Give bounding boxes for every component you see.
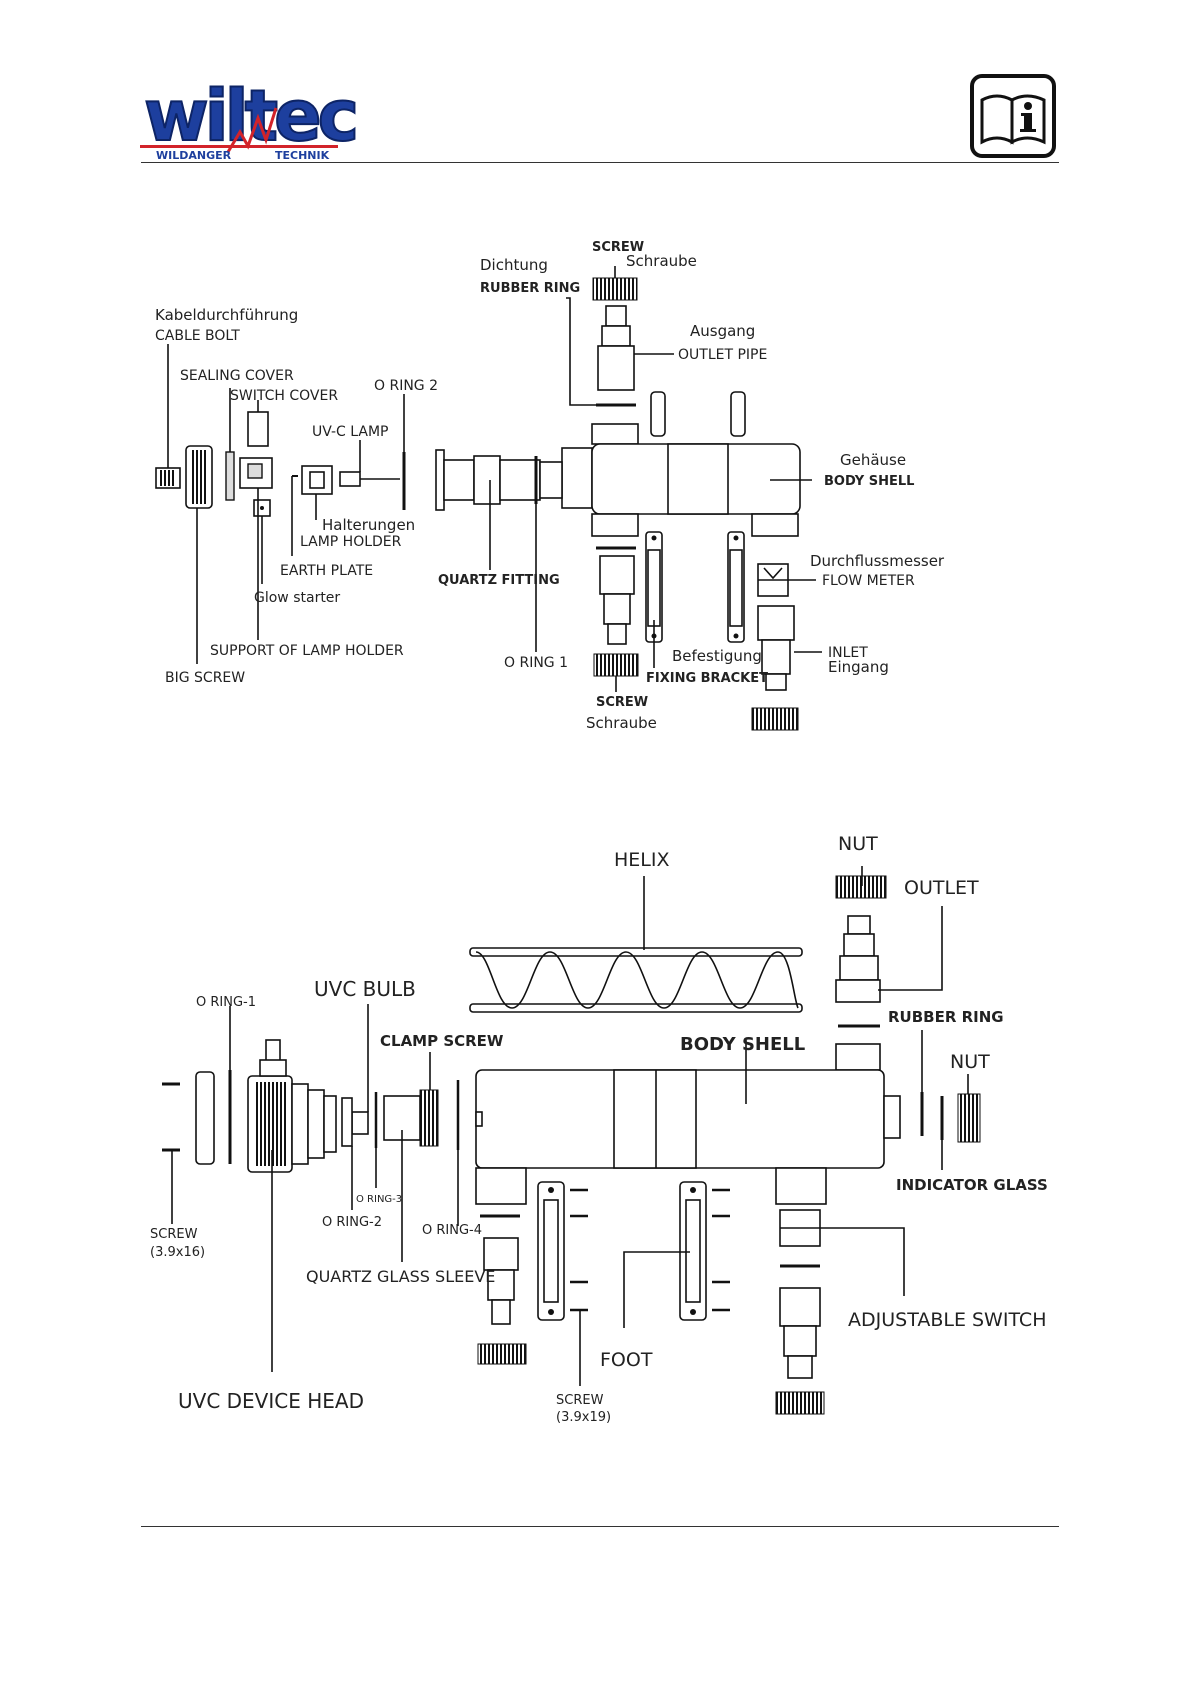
d2-body-shell <box>475 1040 901 1205</box>
d1-body-shell <box>561 423 812 537</box>
d1-lower-pipe <box>596 546 636 645</box>
d2-label-uvc-head: UVC DEVICE HEAD <box>178 1389 364 1413</box>
d1-label-support: SUPPORT OF LAMP HOLDER <box>210 643 404 659</box>
footer-rule <box>141 1526 1059 1527</box>
d2-label-screw-bottom: SCREW <box>556 1393 604 1408</box>
d1-label-switch-cover: SWITCH COVER <box>230 388 338 404</box>
d1-label-glow-starter: Glow starter <box>254 590 340 606</box>
d1-label-earth-plate: EARTH PLATE <box>280 563 373 579</box>
d1-label-screw-bottom: SCREW <box>596 695 648 710</box>
d1-screw-top <box>592 277 638 301</box>
d1-label-gehause: Gehäuse <box>840 451 906 469</box>
d1-label-lamp-holder: LAMP HOLDER <box>300 534 402 550</box>
d1-sealing-cover <box>225 451 235 501</box>
exploded-view-diagram-1: SCREW Schraube Dichtung RUBBER RING Kabe… <box>155 240 945 732</box>
d2-screws-left <box>162 1082 180 1224</box>
d1-inlet-screw <box>751 707 799 731</box>
d1-quartz-fitting <box>435 449 563 570</box>
logo-subtitle-right: TECHNIK <box>275 149 330 162</box>
d2-label-screw-bottom-size: (3.9x19) <box>556 1410 611 1425</box>
d1-label-schraube-bottom: Schraube <box>586 714 657 732</box>
d2-label-adjustable-switch: ADJUSTABLE SWITCH <box>848 1309 1047 1331</box>
d2-label-outlet: OUTLET <box>904 877 979 899</box>
d2-label-rubber-ring: RUBBER RING <box>888 1008 1004 1026</box>
d1-big-screw <box>185 445 213 664</box>
d2-label-o-ring-3: O RING-3 <box>356 1194 402 1205</box>
d1-label-halterungen: Halterungen <box>322 516 415 534</box>
d1-label-rubber-ring: RUBBER RING <box>480 281 580 296</box>
d1-label-befestigung: Befestigung <box>672 647 762 665</box>
d2-quartz-sleeve <box>383 1080 460 1262</box>
d2-outlet <box>835 906 943 1003</box>
d1-inlet <box>757 605 822 691</box>
d2-label-helix: HELIX <box>614 849 670 871</box>
d1-label-kabel: Kabeldurchführung <box>155 306 298 324</box>
d1-label-fixing-bracket: FIXING BRACKET <box>646 671 768 686</box>
d2-foot <box>537 1181 707 1328</box>
d2-foot-screws <box>570 1188 730 1386</box>
wiltec-logo: wiltec WILDANGER TECHNIK <box>140 74 360 162</box>
d2-label-quartz-sleeve: QUARTZ GLASS SLEEVE <box>306 1267 495 1286</box>
d2-helix <box>469 876 803 1013</box>
d2-uvc-bulb <box>341 1004 378 1210</box>
d1-cable-bolt <box>155 344 181 489</box>
d1-label-eingang: Eingang <box>828 658 889 676</box>
d2-label-uvc-bulb: UVC BULB <box>314 977 416 1001</box>
d2-lower-left-pipe <box>477 1214 527 1365</box>
d1-label-uvc-lamp: UV-C LAMP <box>312 424 389 440</box>
d1-label-o-ring-1: O RING 1 <box>504 655 568 671</box>
logo-wordmark: wiltec <box>144 75 355 157</box>
exploded-view-diagram-2: NUT HELIX OUTLET UVC BULB O RING-1 RUBBE… <box>150 833 1048 1425</box>
d1-label-body-shell: BODY SHELL <box>824 474 914 489</box>
d2-label-o-ring-4: O RING-4 <box>422 1223 482 1238</box>
d1-outlet-pipe <box>597 305 674 391</box>
d2-label-body-shell: BODY SHELL <box>680 1034 805 1055</box>
d1-label-o-ring-2: O RING 2 <box>374 378 438 394</box>
d1-screw-bottom <box>593 653 639 677</box>
d2-uvc-device-head <box>247 1039 337 1372</box>
d1-label-sealing-cover: SEALING COVER <box>180 368 294 384</box>
d2-label-clamp-screw: CLAMP SCREW <box>380 1032 504 1050</box>
d2-adjustable-switch <box>779 1209 905 1296</box>
d2-label-screw-left: SCREW <box>150 1227 198 1242</box>
d2-nut-right <box>957 1093 981 1143</box>
header-rule <box>141 162 1059 163</box>
d1-fixing-bracket <box>645 531 745 668</box>
manual-info-icon <box>970 74 1056 158</box>
d1-cap-left <box>650 391 666 437</box>
d1-support-lamp-holder <box>239 400 273 640</box>
d1-label-dichtung: Dichtung <box>480 256 548 274</box>
d1-label-big-screw: BIG SCREW <box>165 670 245 686</box>
d2-label-foot: FOOT <box>600 1349 653 1371</box>
d1-label-outlet-pipe: OUTLET PIPE <box>678 347 767 363</box>
d1-label-inlet: INLET <box>828 645 868 661</box>
d1-label-cable-bolt: CABLE BOLT <box>155 328 240 344</box>
d1-label-flow-meter: FLOW METER <box>822 573 915 589</box>
d1-label-ausgang: Ausgang <box>690 322 755 340</box>
d1-label-quartz-fitting: QUARTZ FITTING <box>438 573 560 588</box>
logo-subtitle-left: WILDANGER <box>156 149 232 162</box>
d1-label-durchfluss: Durchflussmesser <box>810 552 945 570</box>
d2-label-nut-top: NUT <box>838 833 878 855</box>
d1-label-schraube-top: Schraube <box>626 252 697 270</box>
d2-clamp-screw <box>419 1052 439 1147</box>
d1-uvc-lamp <box>339 440 400 487</box>
d1-flow-meter <box>757 563 816 597</box>
d2-lower-right-pipe <box>775 1287 825 1415</box>
d2-nut-top <box>835 875 887 899</box>
d2-label-o-ring-2: O RING-2 <box>322 1215 382 1230</box>
d1-label-screw-top: SCREW <box>592 240 644 255</box>
d2-label-o-ring-1: O RING-1 <box>196 995 256 1010</box>
d1-lamp-holder <box>301 465 333 520</box>
d2-label-indicator-glass: INDICATOR GLASS <box>896 1176 1048 1194</box>
d1-cap-right <box>730 391 746 437</box>
d2-end-cap <box>195 1071 215 1165</box>
d2-label-nut-right: NUT <box>950 1051 990 1073</box>
d2-label-screw-left-size: (3.9x16) <box>150 1245 205 1260</box>
